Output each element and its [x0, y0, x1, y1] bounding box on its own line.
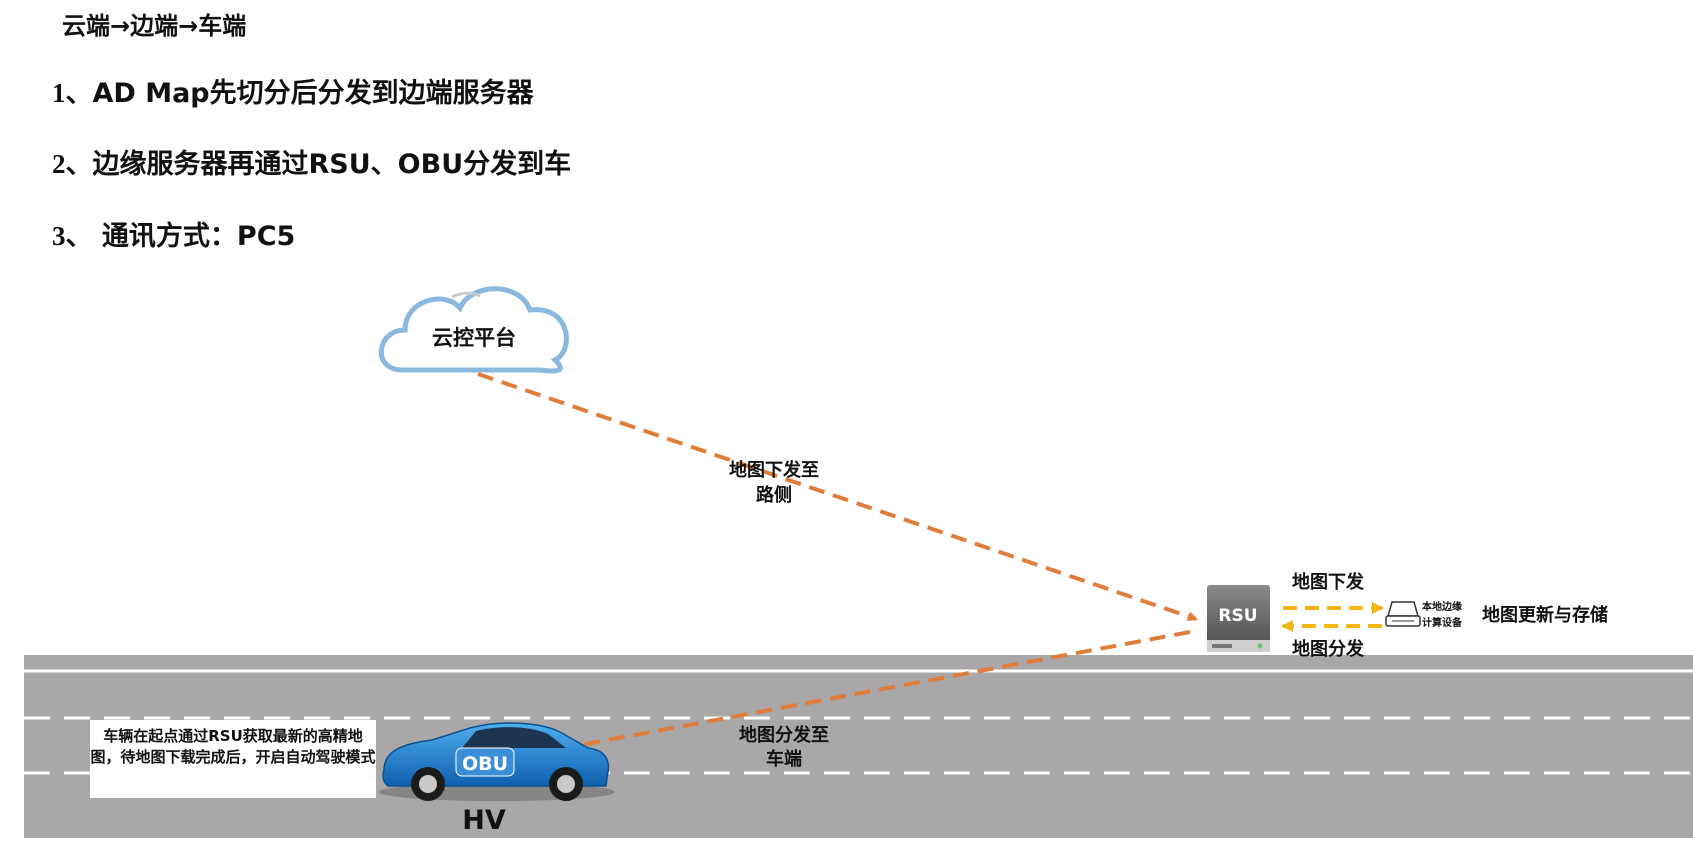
page-title: 云端→边端→车端 [62, 12, 247, 40]
arrow-cloud-to-rsu [477, 372, 1198, 622]
step-1-text: AD Map先切分后分发到边端服务器 [92, 78, 534, 109]
rsu-device-icon [1207, 585, 1270, 652]
arrow-rsu-to-car [568, 630, 1191, 751]
step-2-number: 2、 [52, 149, 93, 179]
note-box: 车辆在起点通过RSU获取最新的高精地图，待地图下载完成后，开启自动驾驶模式 [90, 720, 376, 798]
step-3-text: 通讯方式：PC5 [92, 221, 296, 252]
obu-label: OBU [462, 753, 508, 775]
step-3-number: 3、 [52, 221, 93, 251]
step-3: 3、 通讯方式：PC5 [52, 214, 295, 253]
edge-device-icon [1385, 601, 1421, 627]
step-1: 1、AD Map先切分后分发到边端服务器 [52, 71, 534, 110]
edge-device-label-line1: 本地边缘 [1422, 600, 1462, 613]
rsu-label: RSU [1218, 606, 1257, 626]
map-down-label: 地图下发 [1292, 571, 1365, 593]
cloud-icon [378, 286, 569, 374]
edge-device-label-line2: 计算设备 [1422, 616, 1463, 629]
arrow-rsu-car-label-line1: 地图分发至 [739, 724, 829, 746]
step-2: 2、边缘服务器再通过RSU、OBU分发到车 [52, 142, 571, 181]
step-2-text: 边缘服务器再通过RSU、OBU分发到车 [92, 149, 572, 180]
arrow-rsu-car-label-line2: 车端 [766, 748, 802, 770]
arrow-cloud-rsu-label-line1: 地图下发至 [729, 459, 819, 481]
storage-label: 地图更新与存储 [1482, 604, 1608, 626]
car-icon [379, 722, 615, 801]
arrow-cloud-rsu-label-line2: 路侧 [756, 484, 792, 506]
step-1-number: 1、 [52, 78, 93, 108]
cloud-label: 云控平台 [432, 326, 516, 350]
hv-label: HV [462, 805, 506, 836]
map-distribute-label: 地图分发 [1292, 638, 1365, 660]
